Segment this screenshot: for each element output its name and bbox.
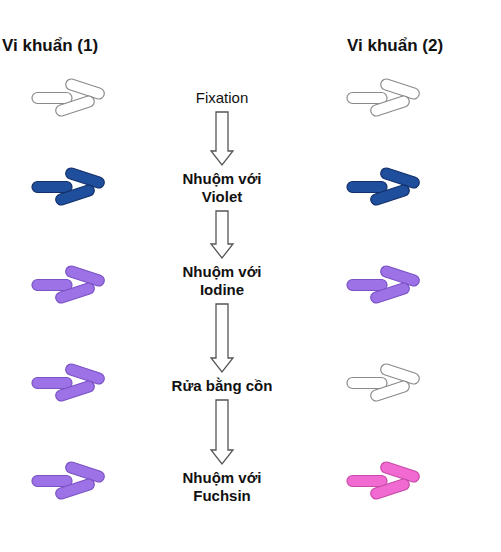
bacterium-rod: [54, 95, 95, 118]
bacterium-rod: [347, 280, 387, 291]
bacterium-rod: [54, 282, 95, 305]
bacterium-rod: [54, 478, 95, 501]
block-arrow: [211, 211, 233, 258]
step-label: Nhuộm với Iodine: [167, 261, 277, 301]
bacterium-rod: [369, 478, 410, 501]
bacterium-rod: [347, 182, 387, 193]
bacterium-rod: [347, 476, 387, 487]
step-text: Nhuộm với Violet: [171, 170, 273, 206]
bacterium-rod: [54, 184, 95, 207]
bacterium-rod: [32, 378, 72, 389]
block-arrow: [211, 304, 233, 372]
bacterium-rod: [54, 380, 95, 403]
block-arrow: [211, 400, 233, 464]
column-header: Vi khuẩn (2): [347, 36, 443, 56]
bacterium-rod: [369, 380, 410, 403]
bacterium-rod: [347, 93, 387, 104]
bacterium-rod: [32, 280, 72, 291]
column-header: Vi khuẩn (1): [2, 36, 98, 56]
bacterium-rod: [369, 95, 410, 118]
step-label: Rửa bằng cồn: [168, 375, 277, 397]
step-text: Nhuộm với Fuchsin: [171, 469, 273, 505]
step-text: Fixation: [196, 89, 249, 107]
step-label: Nhuộm với Violet: [167, 168, 277, 208]
step-label: Nhuộm với Fuchsin: [167, 467, 277, 507]
bacterium-rod: [369, 184, 410, 207]
block-arrow: [211, 112, 233, 165]
bacterium-rod: [369, 282, 410, 305]
bacterium-rod: [347, 378, 387, 389]
bacterium-rod: [32, 93, 72, 104]
step-text: Nhuộm với Iodine: [171, 263, 273, 299]
step-text: Rửa bằng cồn: [172, 377, 273, 395]
bacterium-rod: [32, 476, 72, 487]
bacterium-rod: [32, 182, 72, 193]
step-label: Fixation: [192, 87, 253, 109]
